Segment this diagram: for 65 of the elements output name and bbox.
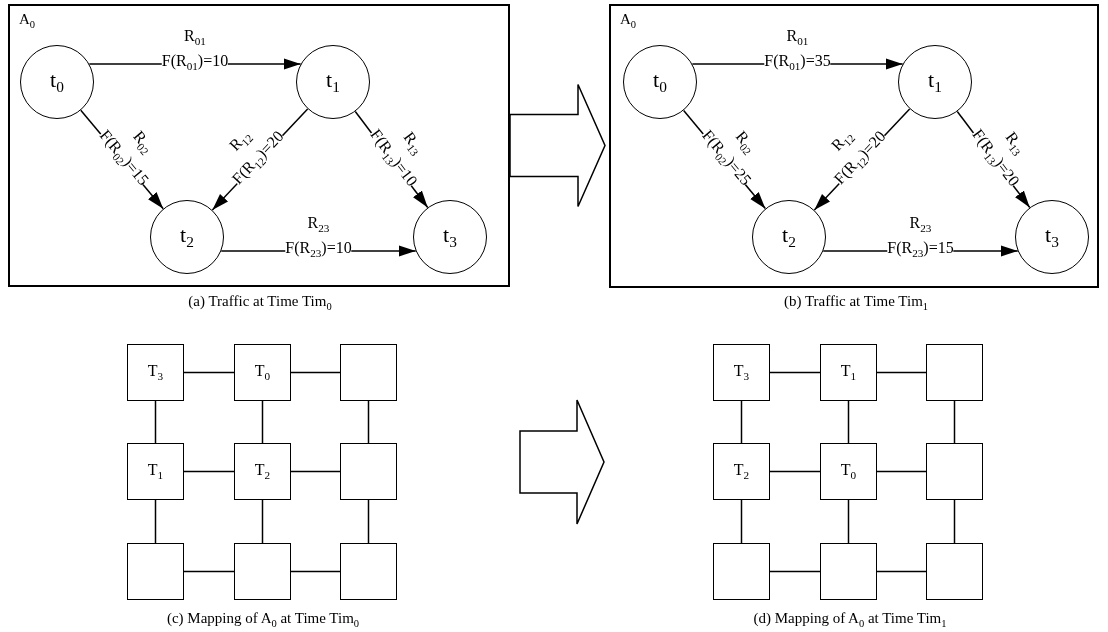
tile-label: T$_{3}$ <box>733 362 750 383</box>
tile-square <box>713 443 770 500</box>
tile-label: T$_{0}$ <box>254 362 271 383</box>
tile-square <box>127 543 184 600</box>
tile-square <box>127 443 184 500</box>
caption: (d) Mapping of A$_{0}$ at Time Tim$_{1}$ <box>753 610 947 629</box>
tile-square <box>713 543 770 600</box>
link-line <box>183 371 235 374</box>
link-line <box>740 499 743 544</box>
tile-square <box>340 543 397 600</box>
tile-square <box>820 443 877 500</box>
tile-square <box>926 543 983 600</box>
link-line <box>876 371 927 374</box>
caption: (a) Traffic at Time Tim$_{0}$ <box>188 293 332 312</box>
task-label: t$_{1}$ <box>928 67 942 97</box>
tile-square <box>127 344 184 401</box>
link-line <box>183 570 235 573</box>
tile-square <box>820 344 877 401</box>
link-line <box>769 371 821 374</box>
link-line <box>769 570 821 573</box>
tile-square <box>234 443 291 500</box>
link-line <box>290 371 341 374</box>
tile-square <box>340 344 397 401</box>
task-label: t$_{0}$ <box>50 67 64 97</box>
link-line <box>367 499 370 544</box>
task-label: t$_{1}$ <box>326 67 340 97</box>
link-line <box>290 470 341 473</box>
tile-square <box>234 543 291 600</box>
caption: (c) Mapping of A$_{0}$ at Time Tim$_{0}$ <box>166 610 360 629</box>
link-line <box>261 400 264 444</box>
link-line <box>876 470 927 473</box>
tile-label: T$_{0}$ <box>840 461 857 482</box>
link-line <box>261 499 264 544</box>
panel-label: A$_{0}$ <box>620 11 637 30</box>
caption: (b) Traffic at Time Tim$_{1}$ <box>783 293 929 312</box>
link-line <box>847 400 850 444</box>
link-line <box>154 499 157 544</box>
link-line <box>876 570 927 573</box>
link-line <box>847 499 850 544</box>
task-label: t$_{2}$ <box>782 222 796 252</box>
tile-label: T$_{3}$ <box>147 362 164 383</box>
tile-square <box>926 443 983 500</box>
link-line <box>769 470 821 473</box>
link-line <box>953 499 956 544</box>
tile-label: T$_{1}$ <box>840 362 857 383</box>
panel-label: A$_{0}$ <box>19 11 36 30</box>
link-line <box>154 400 157 444</box>
tile-label: T$_{1}$ <box>147 461 164 482</box>
tile-square <box>713 344 770 401</box>
link-line <box>953 400 956 444</box>
task-label: t$_{3}$ <box>1045 222 1059 252</box>
task-label: t$_{0}$ <box>653 67 667 97</box>
tile-label: T$_{2}$ <box>254 461 271 482</box>
link-line <box>740 400 743 444</box>
link-line <box>290 570 341 573</box>
tile-label: T$_{2}$ <box>733 461 750 482</box>
task-label: t$_{3}$ <box>443 222 457 252</box>
task-label: t$_{2}$ <box>180 222 194 252</box>
link-line <box>183 470 235 473</box>
tile-square <box>926 344 983 401</box>
tile-square <box>234 344 291 401</box>
tile-square <box>340 443 397 500</box>
block-arrow <box>509 83 606 208</box>
tile-square <box>820 543 877 600</box>
link-line <box>367 400 370 444</box>
